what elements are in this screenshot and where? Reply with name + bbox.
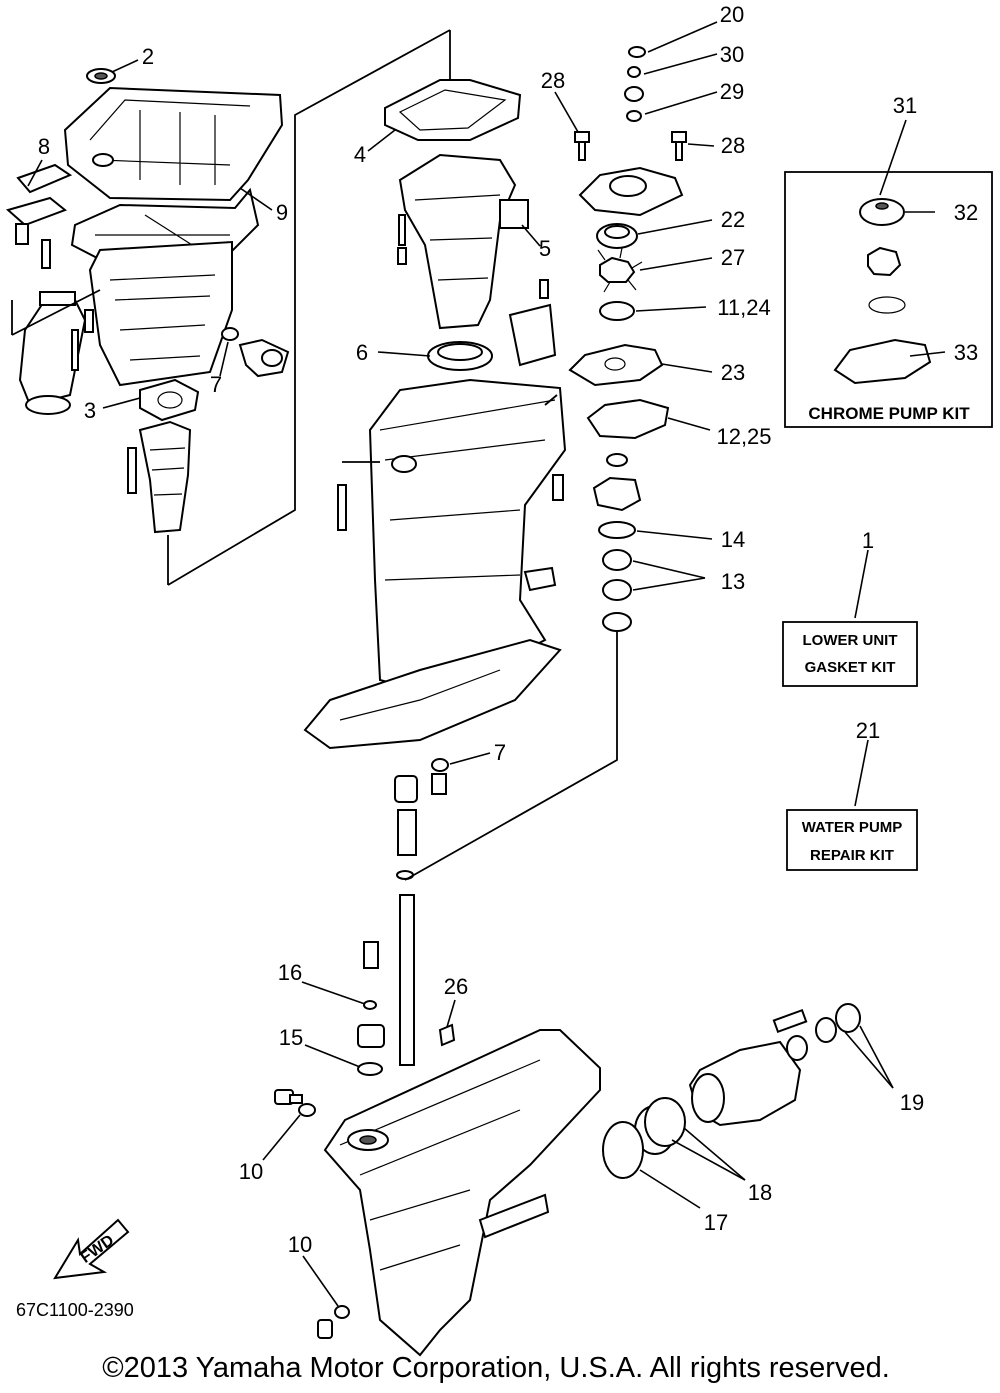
chrome-pump-kit-box: CHROME PUMP KIT xyxy=(784,171,993,428)
callout-7-lower: 7 xyxy=(494,740,506,765)
callout-29: 29 xyxy=(720,79,744,104)
callout-4: 4 xyxy=(354,142,366,167)
callout-2: 2 xyxy=(142,44,154,69)
callout-11-24: 11,24 xyxy=(717,295,770,320)
callout-10-upper: 10 xyxy=(239,1159,263,1184)
callout-16: 16 xyxy=(278,960,302,985)
callout-10-lower: 10 xyxy=(288,1232,312,1257)
callout-23: 23 xyxy=(721,360,745,385)
callout-6: 6 xyxy=(356,340,368,365)
callout-12-25: 12,25 xyxy=(716,424,771,449)
callout-1: 1 xyxy=(862,528,874,553)
callout-7-upper: 7 xyxy=(210,372,222,397)
center-upper-group xyxy=(384,79,557,371)
callout-19: 19 xyxy=(900,1090,924,1115)
callout-numbers: 2 8 9 7 3 4 5 6 7 20 30 29 28 28 22 27 1… xyxy=(38,2,978,1257)
callout-28-right: 28 xyxy=(721,133,745,158)
chrome-pump-kit-label: CHROME PUMP KIT xyxy=(808,404,970,423)
callout-26: 26 xyxy=(444,974,468,999)
callout-9: 9 xyxy=(276,200,288,225)
lower-unit-gasket-kit-box: LOWER UNIT GASKET KIT xyxy=(782,621,918,687)
leader-lines xyxy=(27,21,946,1307)
callout-13: 13 xyxy=(721,569,745,594)
gearcase-group xyxy=(274,1003,861,1357)
callout-21: 21 xyxy=(856,718,880,743)
water-pump-repair-kit-box: WATER PUMP REPAIR KIT xyxy=(786,809,918,871)
callout-14: 14 xyxy=(721,527,745,552)
callout-28-left: 28 xyxy=(541,68,565,93)
callout-27: 27 xyxy=(721,245,745,270)
lower-unit-kit-line2: GASKET KIT xyxy=(805,659,896,676)
callout-3: 3 xyxy=(84,398,96,423)
drive-shaft-group xyxy=(357,775,456,1076)
lower-unit-kit-line1: LOWER UNIT xyxy=(803,632,898,649)
callout-32: 32 xyxy=(954,200,978,225)
callout-18: 18 xyxy=(748,1180,772,1205)
water-pump-group xyxy=(404,46,687,881)
callout-20: 20 xyxy=(720,2,744,27)
callout-15: 15 xyxy=(279,1025,303,1050)
callout-22: 22 xyxy=(721,207,745,232)
callout-8: 8 xyxy=(38,134,50,159)
water-pump-kit-line1: WATER PUMP xyxy=(802,819,903,836)
drive-shaft-housing xyxy=(303,378,567,795)
drawing-number: 67C1100-2390 xyxy=(16,1300,134,1320)
center-bracket-lines xyxy=(342,394,558,463)
callout-17: 17 xyxy=(704,1210,728,1235)
upper-casing-group xyxy=(5,68,290,534)
callout-31: 31 xyxy=(893,93,917,118)
water-pump-kit-line2: REPAIR KIT xyxy=(810,847,894,864)
fwd-arrow: FWD xyxy=(53,1218,130,1280)
callout-33: 33 xyxy=(954,340,978,365)
copyright-notice: ©2013 Yamaha Motor Corporation, U.S.A. A… xyxy=(102,1352,890,1384)
callout-30: 30 xyxy=(720,42,744,67)
callout-5: 5 xyxy=(539,236,551,261)
